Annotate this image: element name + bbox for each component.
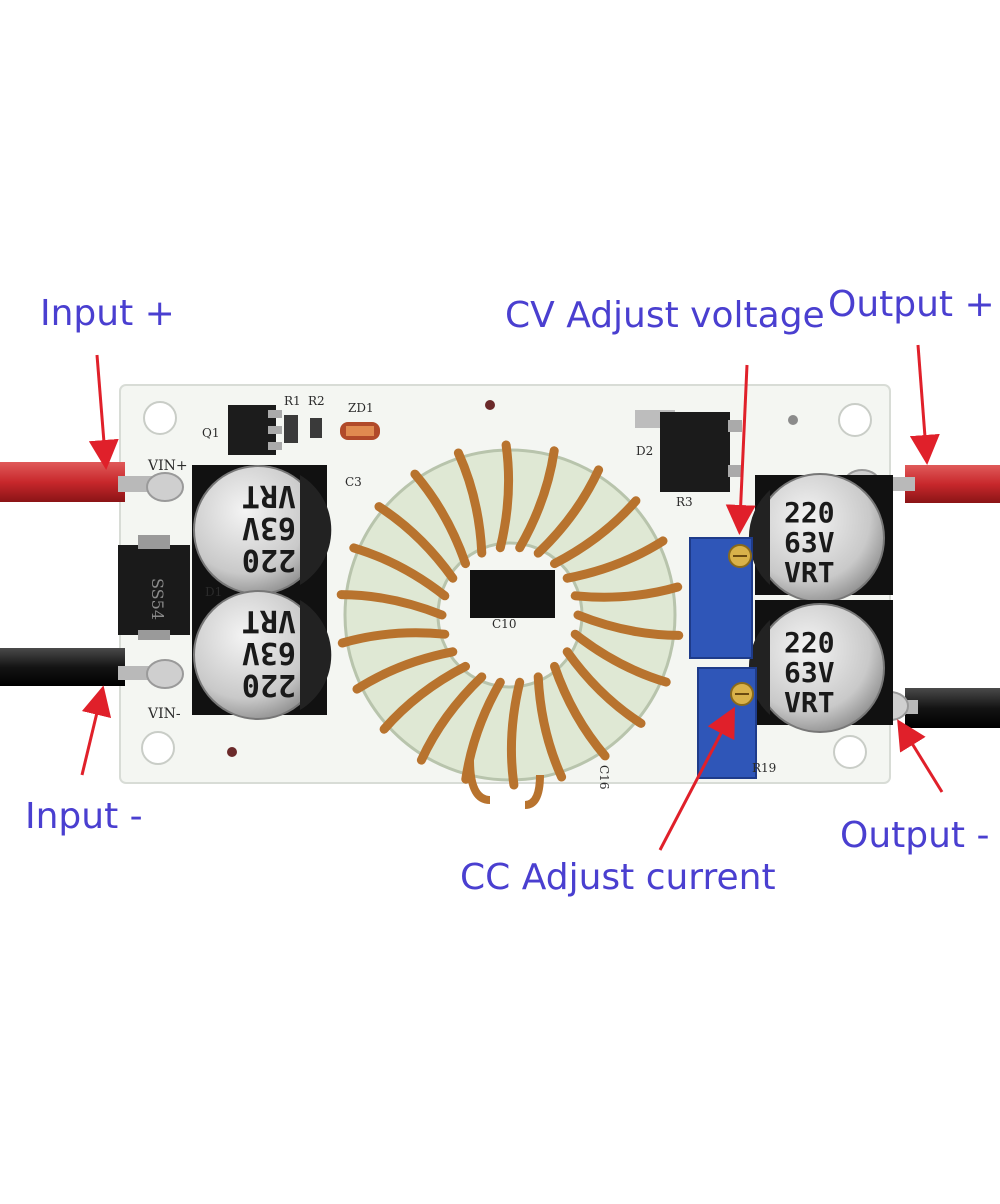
silk-c16: C16	[597, 765, 611, 789]
schottky-diode: SS54	[118, 535, 190, 640]
coil-turn	[515, 446, 559, 553]
arrow-input-plus	[88, 354, 119, 470]
silk-q1: Q1	[202, 426, 219, 440]
svg-text:220: 220	[784, 496, 835, 529]
mosfet-q1	[228, 405, 282, 455]
coil-turn	[550, 496, 641, 569]
input-capacitor-bottom: 220 63V VRT	[192, 590, 332, 720]
silk-d2: D2	[636, 444, 653, 458]
coil-turn	[573, 610, 684, 640]
coil-turn	[374, 502, 458, 583]
coil-turn	[570, 629, 671, 687]
silk-d1: D1	[205, 585, 222, 599]
label-input-minus: Input -	[25, 796, 143, 837]
svg-text:220: 220	[242, 542, 296, 577]
svg-text:63V: 63V	[242, 510, 296, 545]
label-input-plus: Input +	[40, 293, 175, 334]
coil-turn	[570, 582, 683, 602]
coil-turn	[416, 672, 487, 765]
arrow-input-minus	[80, 685, 112, 776]
svg-text:VRT: VRT	[242, 478, 296, 513]
label-output-minus: Output -	[840, 815, 990, 856]
arrow-output-minus	[897, 719, 944, 793]
coil-turn	[562, 647, 646, 728]
cv-trimpot[interactable]	[689, 537, 753, 659]
coil-turn	[352, 647, 458, 694]
toroid-inductor	[336, 440, 684, 809]
regulator-ic	[635, 410, 742, 492]
coil-turn	[410, 469, 470, 569]
silk-c3: C3	[345, 475, 362, 489]
coil-turn	[495, 440, 514, 553]
coil-turn	[533, 672, 567, 782]
coil-turn	[550, 661, 610, 761]
silk-r2: R2	[308, 394, 325, 408]
coil-turn	[336, 590, 447, 620]
arrow-output-plus	[909, 344, 940, 465]
zener-zd1	[340, 422, 380, 440]
output-capacitor-top: 220 63V VRT	[748, 473, 893, 603]
resistor-r1	[284, 415, 298, 443]
arrow-cv	[725, 364, 756, 535]
label-cv-adjust: CV Adjust voltage	[505, 295, 825, 336]
svg-text:VRT: VRT	[784, 556, 835, 589]
label-output-plus: Output +	[828, 284, 995, 325]
coil-turn	[337, 628, 450, 648]
coil-turn	[453, 448, 487, 558]
coil-turn	[562, 536, 668, 583]
coil-turn	[349, 543, 450, 601]
arrow-cc	[658, 706, 735, 851]
silk-zd1: ZD1	[348, 401, 374, 415]
input-plus-wire	[0, 462, 184, 502]
input-capacitor-top: 220 63V VRT	[192, 465, 332, 595]
silk-r3: R3	[676, 495, 693, 509]
output-capacitor-bottom: 220 63V VRT	[748, 600, 893, 733]
svg-text:63V: 63V	[784, 656, 835, 689]
svg-text:VRT: VRT	[242, 603, 296, 638]
silk-vin-plus: VIN+	[147, 458, 188, 474]
coil-turn	[379, 661, 470, 734]
input-minus-wire	[0, 648, 184, 689]
svg-text:VRT: VRT	[784, 686, 835, 719]
silk-r19: R19	[752, 761, 776, 775]
coil-turn	[506, 677, 525, 790]
diode-marking: SS54	[148, 578, 167, 620]
svg-text:220: 220	[242, 667, 296, 702]
svg-text:63V: 63V	[242, 635, 296, 670]
silk-vin-minus: VIN-	[147, 706, 181, 722]
callout-arrows	[80, 344, 944, 851]
resistor-r2	[310, 418, 322, 438]
silk-r1: R1	[284, 394, 301, 408]
label-cc-adjust: CC Adjust current	[460, 857, 776, 898]
svg-text:63V: 63V	[784, 526, 835, 559]
coil-turn	[533, 465, 604, 558]
svg-text:220: 220	[784, 626, 835, 659]
silk-c10: C10	[492, 617, 516, 631]
